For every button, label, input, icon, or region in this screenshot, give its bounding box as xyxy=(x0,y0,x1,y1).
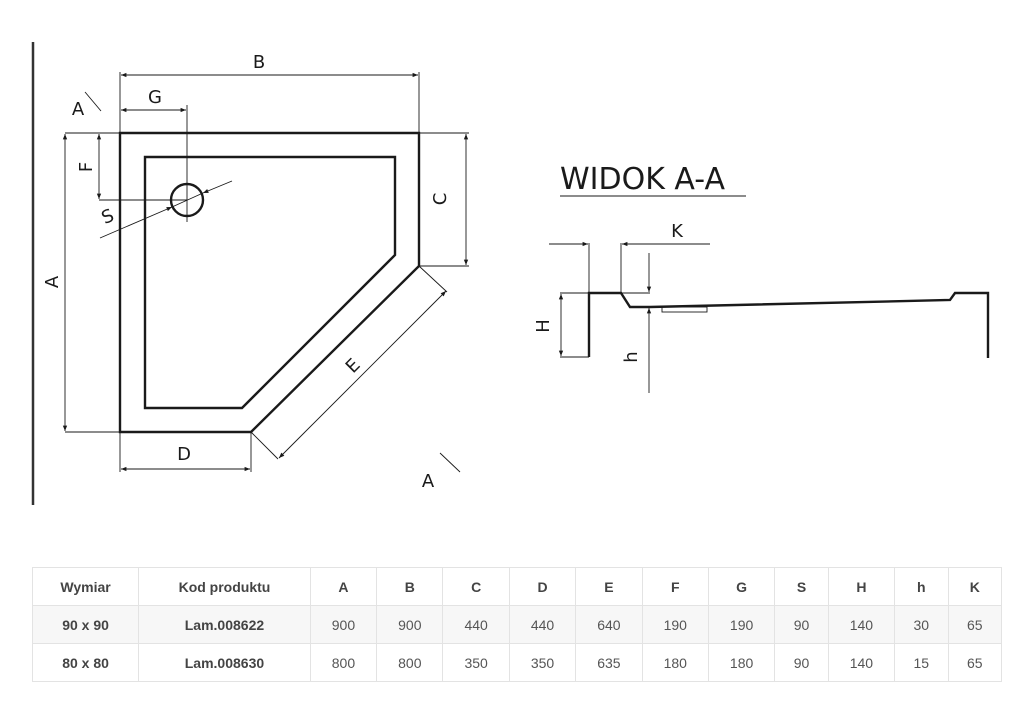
dimension-s-left xyxy=(99,206,173,239)
cell-b: 800 xyxy=(376,643,444,682)
cell-c: 440 xyxy=(442,605,510,644)
label-g: G xyxy=(148,87,162,108)
cell-H: 140 xyxy=(827,605,896,644)
cell-product-code: Lam.008622 xyxy=(138,605,311,644)
section-marker-bottom: A xyxy=(422,471,435,492)
label-h-upper: H xyxy=(533,319,554,333)
tray-section-profile xyxy=(587,291,990,358)
plan-view: B G A F S C D E A xyxy=(42,52,469,492)
table-row: 90 x 90 Lam.008622 900 900 440 440 640 1… xyxy=(31,605,1003,644)
section-marker-top-tick xyxy=(84,91,102,112)
section-marker-bottom-tick xyxy=(439,452,461,473)
tray-outer-outline xyxy=(118,131,421,434)
label-c: C xyxy=(430,193,451,206)
cell-b: 900 xyxy=(376,605,444,644)
column-header: D xyxy=(508,567,577,606)
cell-s: 90 xyxy=(774,605,829,644)
technical-drawing: B G A F S C D E A xyxy=(31,42,990,505)
column-header: B xyxy=(376,567,444,606)
cell-g: 190 xyxy=(707,605,776,644)
section-marker-top: A xyxy=(72,99,85,120)
cell-f: 190 xyxy=(641,605,709,644)
cell-k: 65 xyxy=(947,605,1003,644)
column-header: A xyxy=(309,567,378,606)
section-view-title: WIDOK A-A xyxy=(560,162,725,197)
table-header-row: Wymiar Kod produktu A B C D E F G S H h … xyxy=(31,567,1003,606)
drain-profile xyxy=(661,306,708,313)
column-header: Wymiar xyxy=(31,567,140,606)
dimension-e xyxy=(278,290,447,459)
cell-size: 80 x 80 xyxy=(31,643,140,682)
column-header: F xyxy=(641,567,709,606)
column-header: H xyxy=(827,567,896,606)
column-header: Kod produktu xyxy=(138,567,311,606)
cell-c: 350 xyxy=(442,643,510,682)
cell-d: 440 xyxy=(508,605,577,644)
cell-d: 350 xyxy=(508,643,577,682)
label-a: A xyxy=(42,275,63,288)
dimensions-table: Wymiar Kod produktu A B C D E F G S H h … xyxy=(31,567,1003,682)
column-header: K xyxy=(947,567,1003,606)
cell-k: 65 xyxy=(947,643,1003,682)
cell-s: 90 xyxy=(774,643,829,682)
column-header: G xyxy=(707,567,776,606)
section-view: WIDOK A-A K H h xyxy=(533,162,990,393)
label-d: D xyxy=(177,444,191,465)
cell-a: 800 xyxy=(309,643,378,682)
table-row: 80 x 80 Lam.008630 800 800 350 350 635 1… xyxy=(31,643,1003,682)
cell-e: 640 xyxy=(575,605,643,644)
cell-size: 90 x 90 xyxy=(31,605,140,644)
label-b: B xyxy=(253,52,265,73)
label-e: E xyxy=(342,355,365,378)
cell-f: 180 xyxy=(641,643,709,682)
label-k: K xyxy=(671,221,684,242)
label-h-lower: h xyxy=(621,351,642,362)
label-f: F xyxy=(76,162,97,172)
cell-h: 30 xyxy=(894,605,949,644)
cell-a: 900 xyxy=(309,605,378,644)
cell-h: 15 xyxy=(894,643,949,682)
column-header: E xyxy=(575,567,643,606)
cell-product-code: Lam.008630 xyxy=(138,643,311,682)
label-s: S xyxy=(98,205,117,229)
column-header: S xyxy=(774,567,829,606)
column-header: h xyxy=(894,567,949,606)
dimension-s-right xyxy=(202,180,233,194)
cell-g: 180 xyxy=(707,643,776,682)
cell-H: 140 xyxy=(827,643,896,682)
cell-e: 635 xyxy=(575,643,643,682)
column-header: C xyxy=(442,567,510,606)
